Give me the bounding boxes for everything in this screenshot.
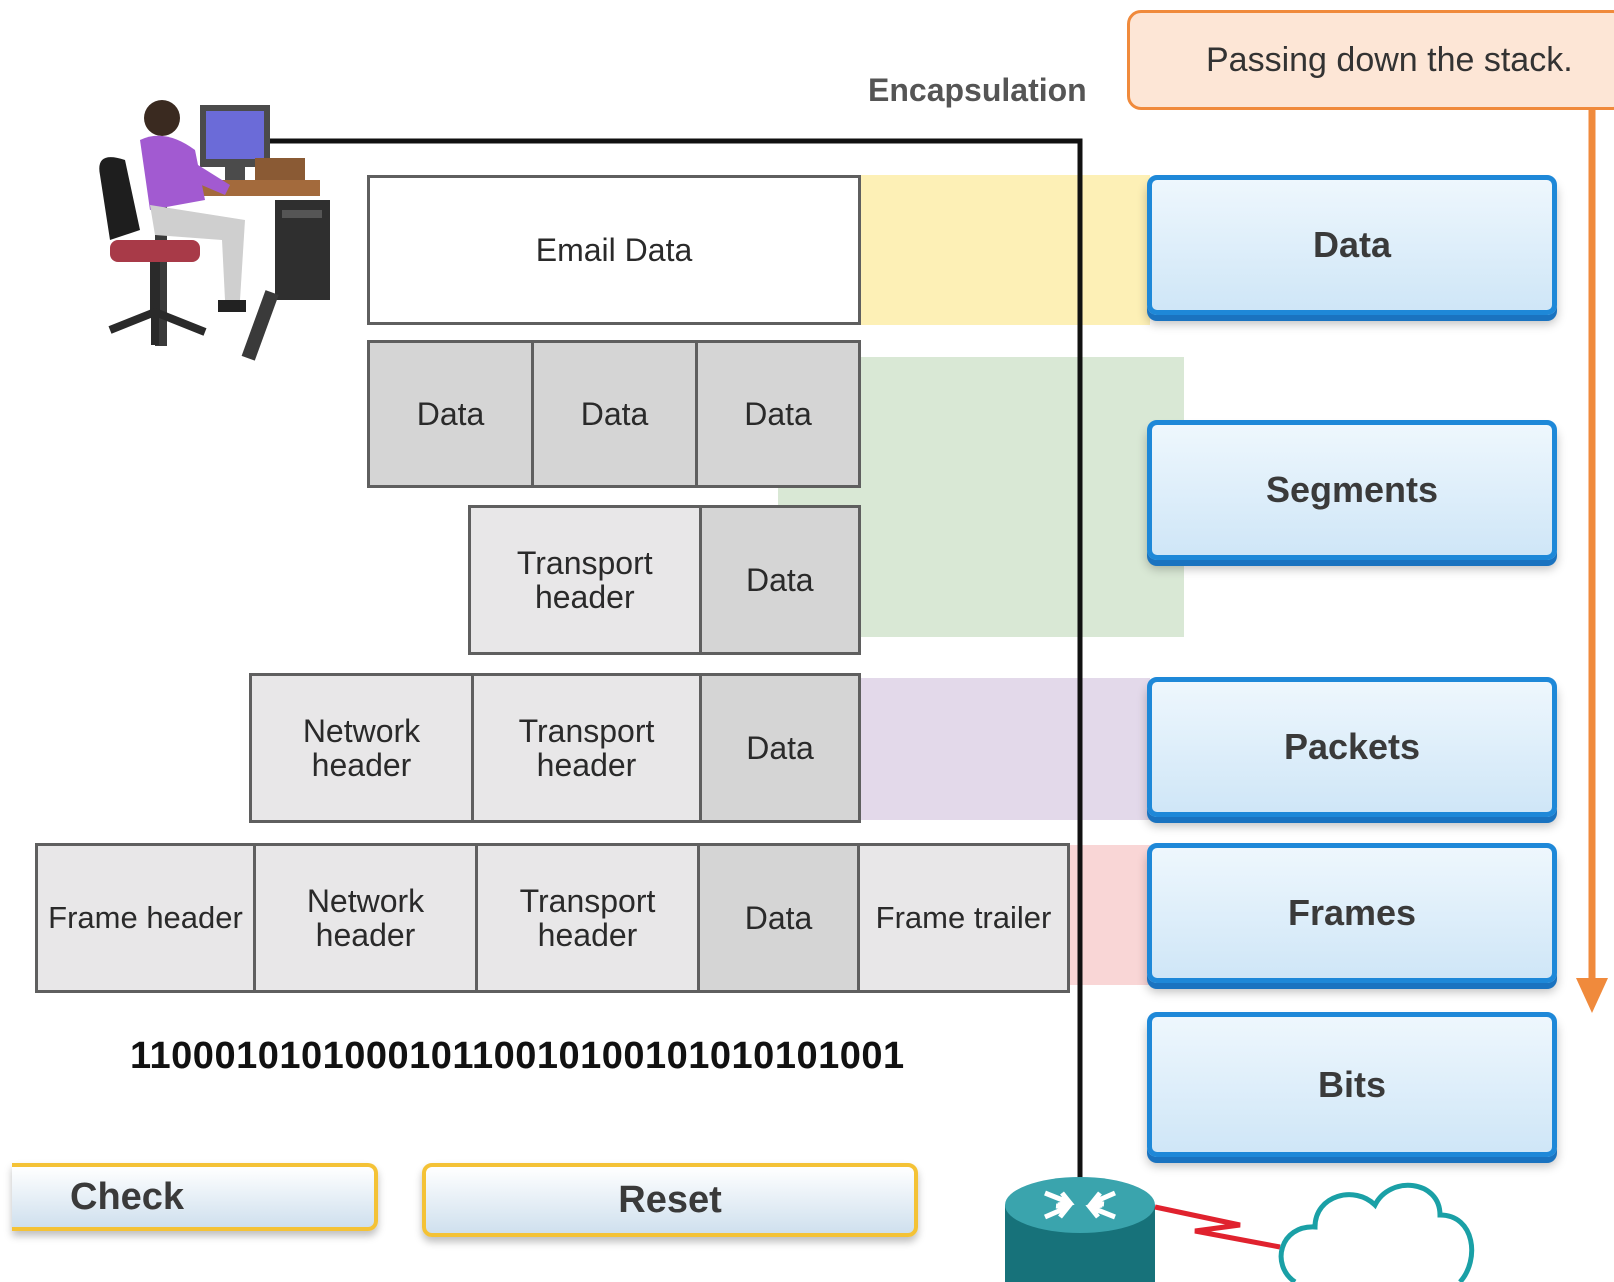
pdu-cell: Data [534, 343, 698, 485]
pdu-name-frames[interactable]: Frames [1147, 843, 1557, 983]
pdu-cell: Data [700, 846, 860, 990]
pdu-name-segments[interactable]: Segments [1147, 420, 1557, 560]
router-icon [1005, 1177, 1155, 1282]
pdu-cell: Network header [256, 846, 478, 990]
callout-box: Passing down the stack. [1127, 10, 1614, 110]
pdu-row-split: Data Data Data [367, 340, 861, 488]
pdu-name-data[interactable]: Data [1147, 175, 1557, 315]
pdu-name-bits[interactable]: Bits [1147, 1012, 1557, 1157]
network-cloud-icon [1278, 1182, 1475, 1282]
pdu-cell: Transport header [474, 676, 702, 820]
down-arrow-icon [1576, 108, 1608, 1013]
pdu-cell: Data [701, 508, 858, 652]
pdu-cell: Transport header [478, 846, 700, 990]
pdu-row-segment: Transport header Data [468, 505, 861, 655]
pdu-row-email: Email Data [367, 175, 861, 325]
callout-text: Passing down the stack. [1206, 40, 1573, 79]
reset-button[interactable]: Reset [422, 1163, 918, 1237]
user-computer-icon [99, 100, 330, 361]
pdu-cell: Data [698, 343, 858, 485]
pdu-name-packets[interactable]: Packets [1147, 677, 1557, 817]
packet-band [860, 678, 1150, 820]
pdu-row-frame: Frame header Network header Transport he… [35, 843, 1070, 993]
pdu-cell: Data [370, 343, 534, 485]
pdu-cell: Frame header [38, 846, 256, 990]
data-band [860, 175, 1150, 325]
bit-stream: 110001010100010110010100101010101001 [130, 1035, 905, 1077]
pdu-cell: Frame trailer [860, 846, 1067, 990]
diagram-title: Encapsulation [868, 72, 1087, 108]
pdu-cell: Email Data [370, 178, 858, 322]
pdu-cell: Data [702, 676, 858, 820]
check-button[interactable]: Check [12, 1163, 378, 1231]
pdu-cell: Transport header [471, 508, 702, 652]
pdu-cell: Network header [252, 676, 474, 820]
serial-link [1154, 1204, 1281, 1250]
pdu-row-packet: Network header Transport header Data [249, 673, 861, 823]
